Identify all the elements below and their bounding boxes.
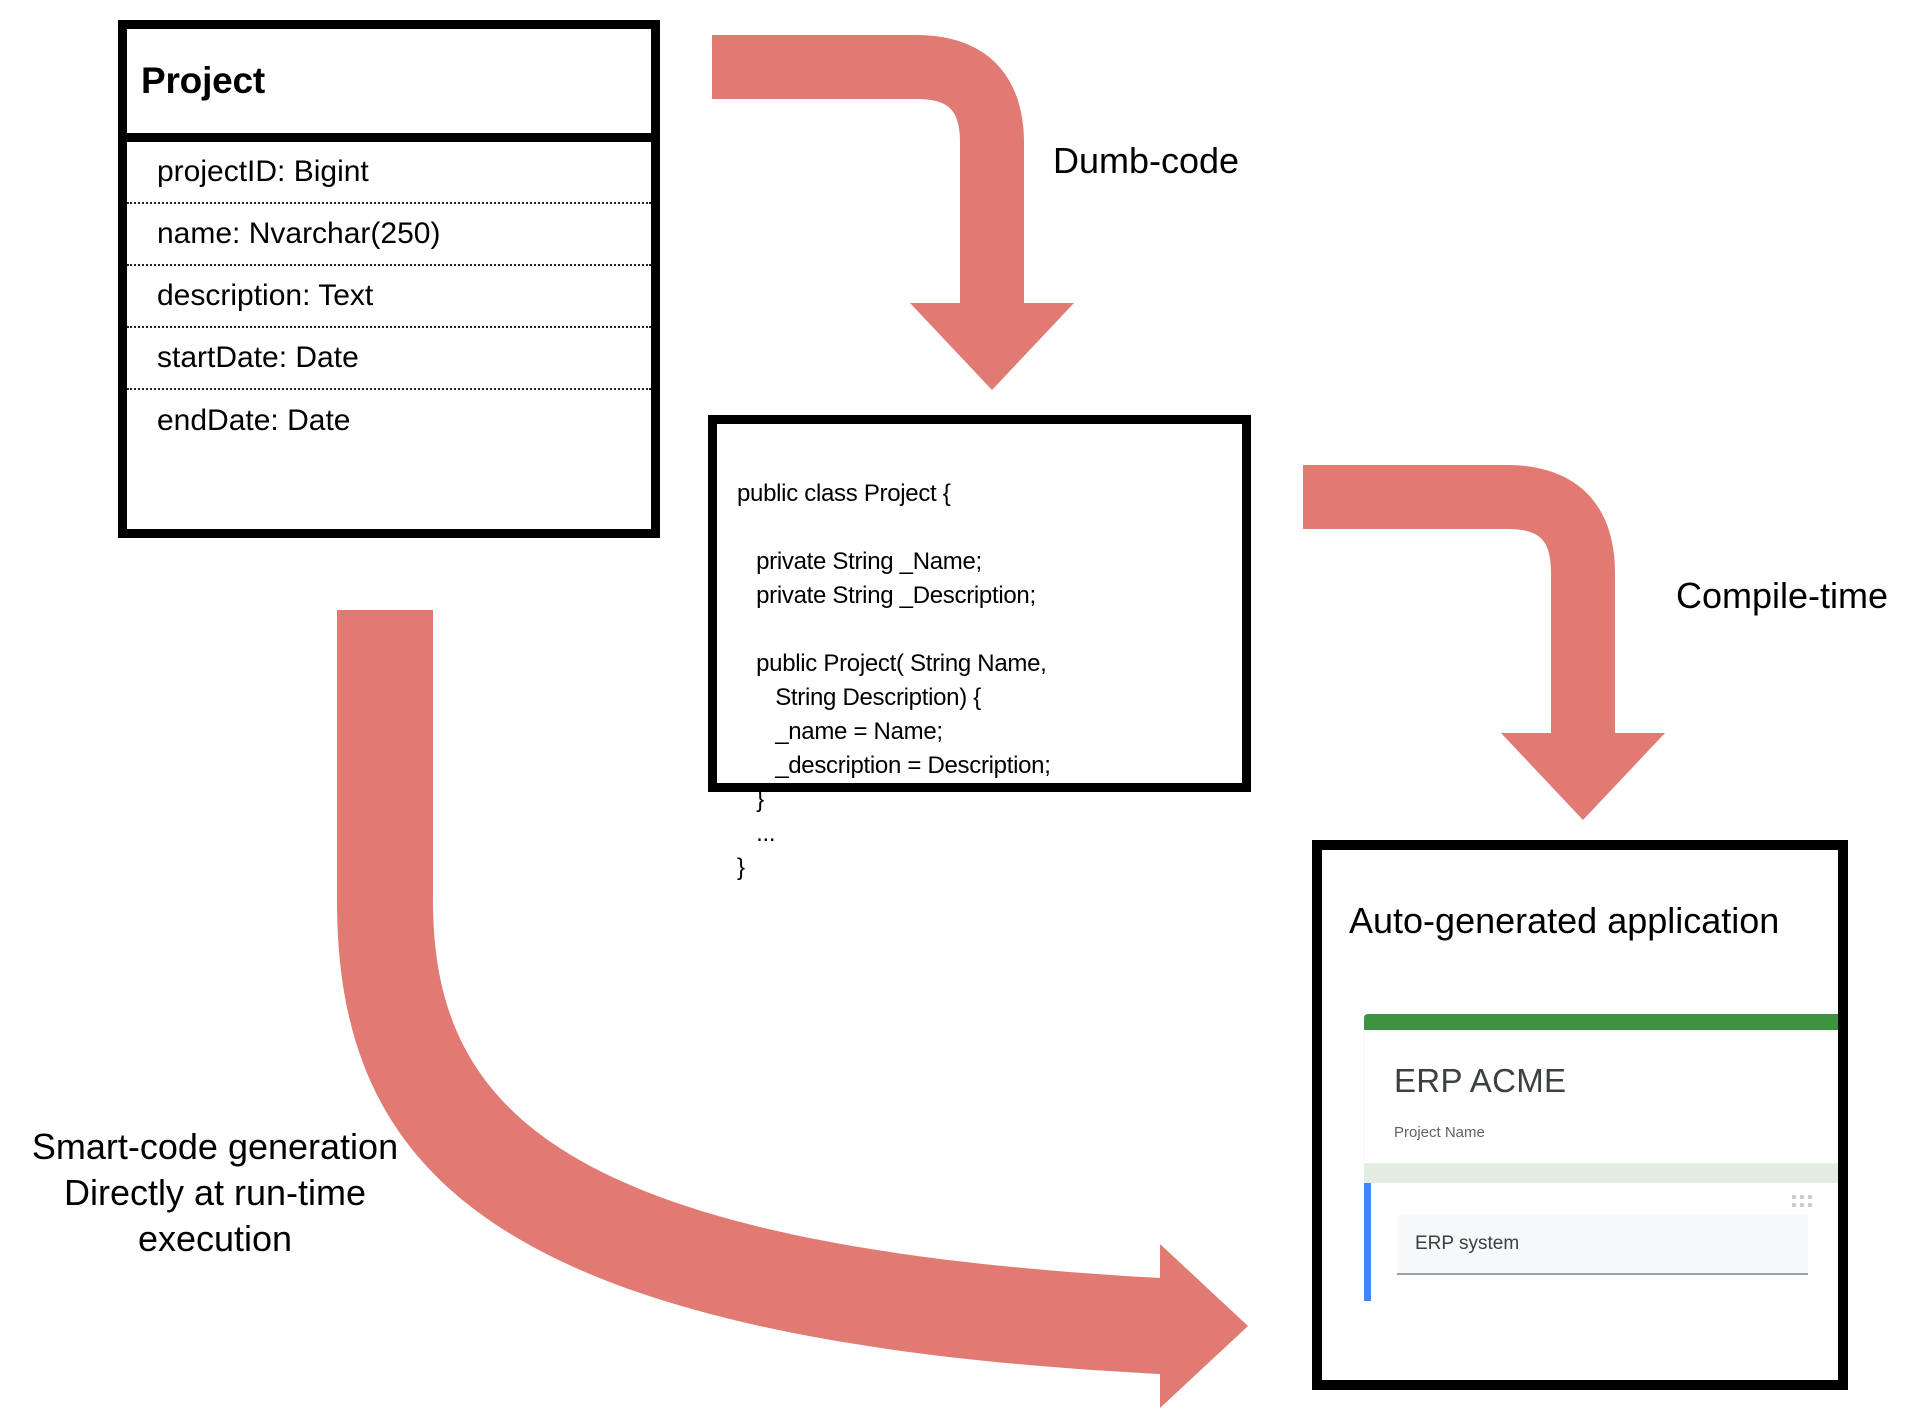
smart-code-label: Smart-code generation Directly at run-ti… — [31, 1126, 399, 1260]
code-box: public class Project { private String _N… — [708, 415, 1251, 881]
entity-attribute-row: projectID: Bigint — [127, 142, 651, 204]
app-box: Auto-generated application ERP ACME Proj… — [1312, 840, 1848, 1390]
compile-time-label: Compile-time — [1676, 575, 1889, 616]
mock-header-card: ERP ACME Project Name — [1364, 1030, 1838, 1164]
app-title: Auto-generated application — [1349, 900, 1780, 941]
mock-text-input[interactable]: ERP system — [1397, 1215, 1808, 1275]
entity-attribute-row: startDate: Date — [127, 328, 651, 390]
entity-attribute-row: description: Text — [127, 266, 651, 328]
mock-content-section: ERP system — [1364, 1183, 1838, 1301]
entity-box: Project projectID: Bigint name: Nvarchar… — [118, 20, 660, 538]
grid-dots-icon[interactable] — [1792, 1195, 1812, 1207]
compile-time-arrow — [1303, 465, 1665, 820]
mock-top-bar — [1364, 1014, 1838, 1030]
mock-brand-title: ERP ACME — [1394, 1062, 1567, 1099]
dumb-code-arrow — [712, 35, 1074, 390]
mock-input-value: ERP system — [1415, 1233, 1520, 1254]
dumb-code-label: Dumb-code — [1053, 140, 1240, 181]
app-mockup: ERP ACME Project Name ERP system — [1364, 1014, 1838, 1368]
entity-attribute-list: projectID: Bigint name: Nvarchar(250) de… — [127, 142, 651, 452]
entity-attribute-row: endDate: Date — [157, 404, 351, 437]
entity-header: Project — [127, 29, 651, 142]
mock-field-label: Project Name — [1394, 1124, 1485, 1141]
mock-divider-strip — [1364, 1164, 1838, 1183]
entity-attribute-row: name: Nvarchar(250) — [127, 204, 651, 266]
entity-title: Project — [141, 60, 266, 101]
code-snippet: public class Project { private String _N… — [737, 480, 1051, 881]
